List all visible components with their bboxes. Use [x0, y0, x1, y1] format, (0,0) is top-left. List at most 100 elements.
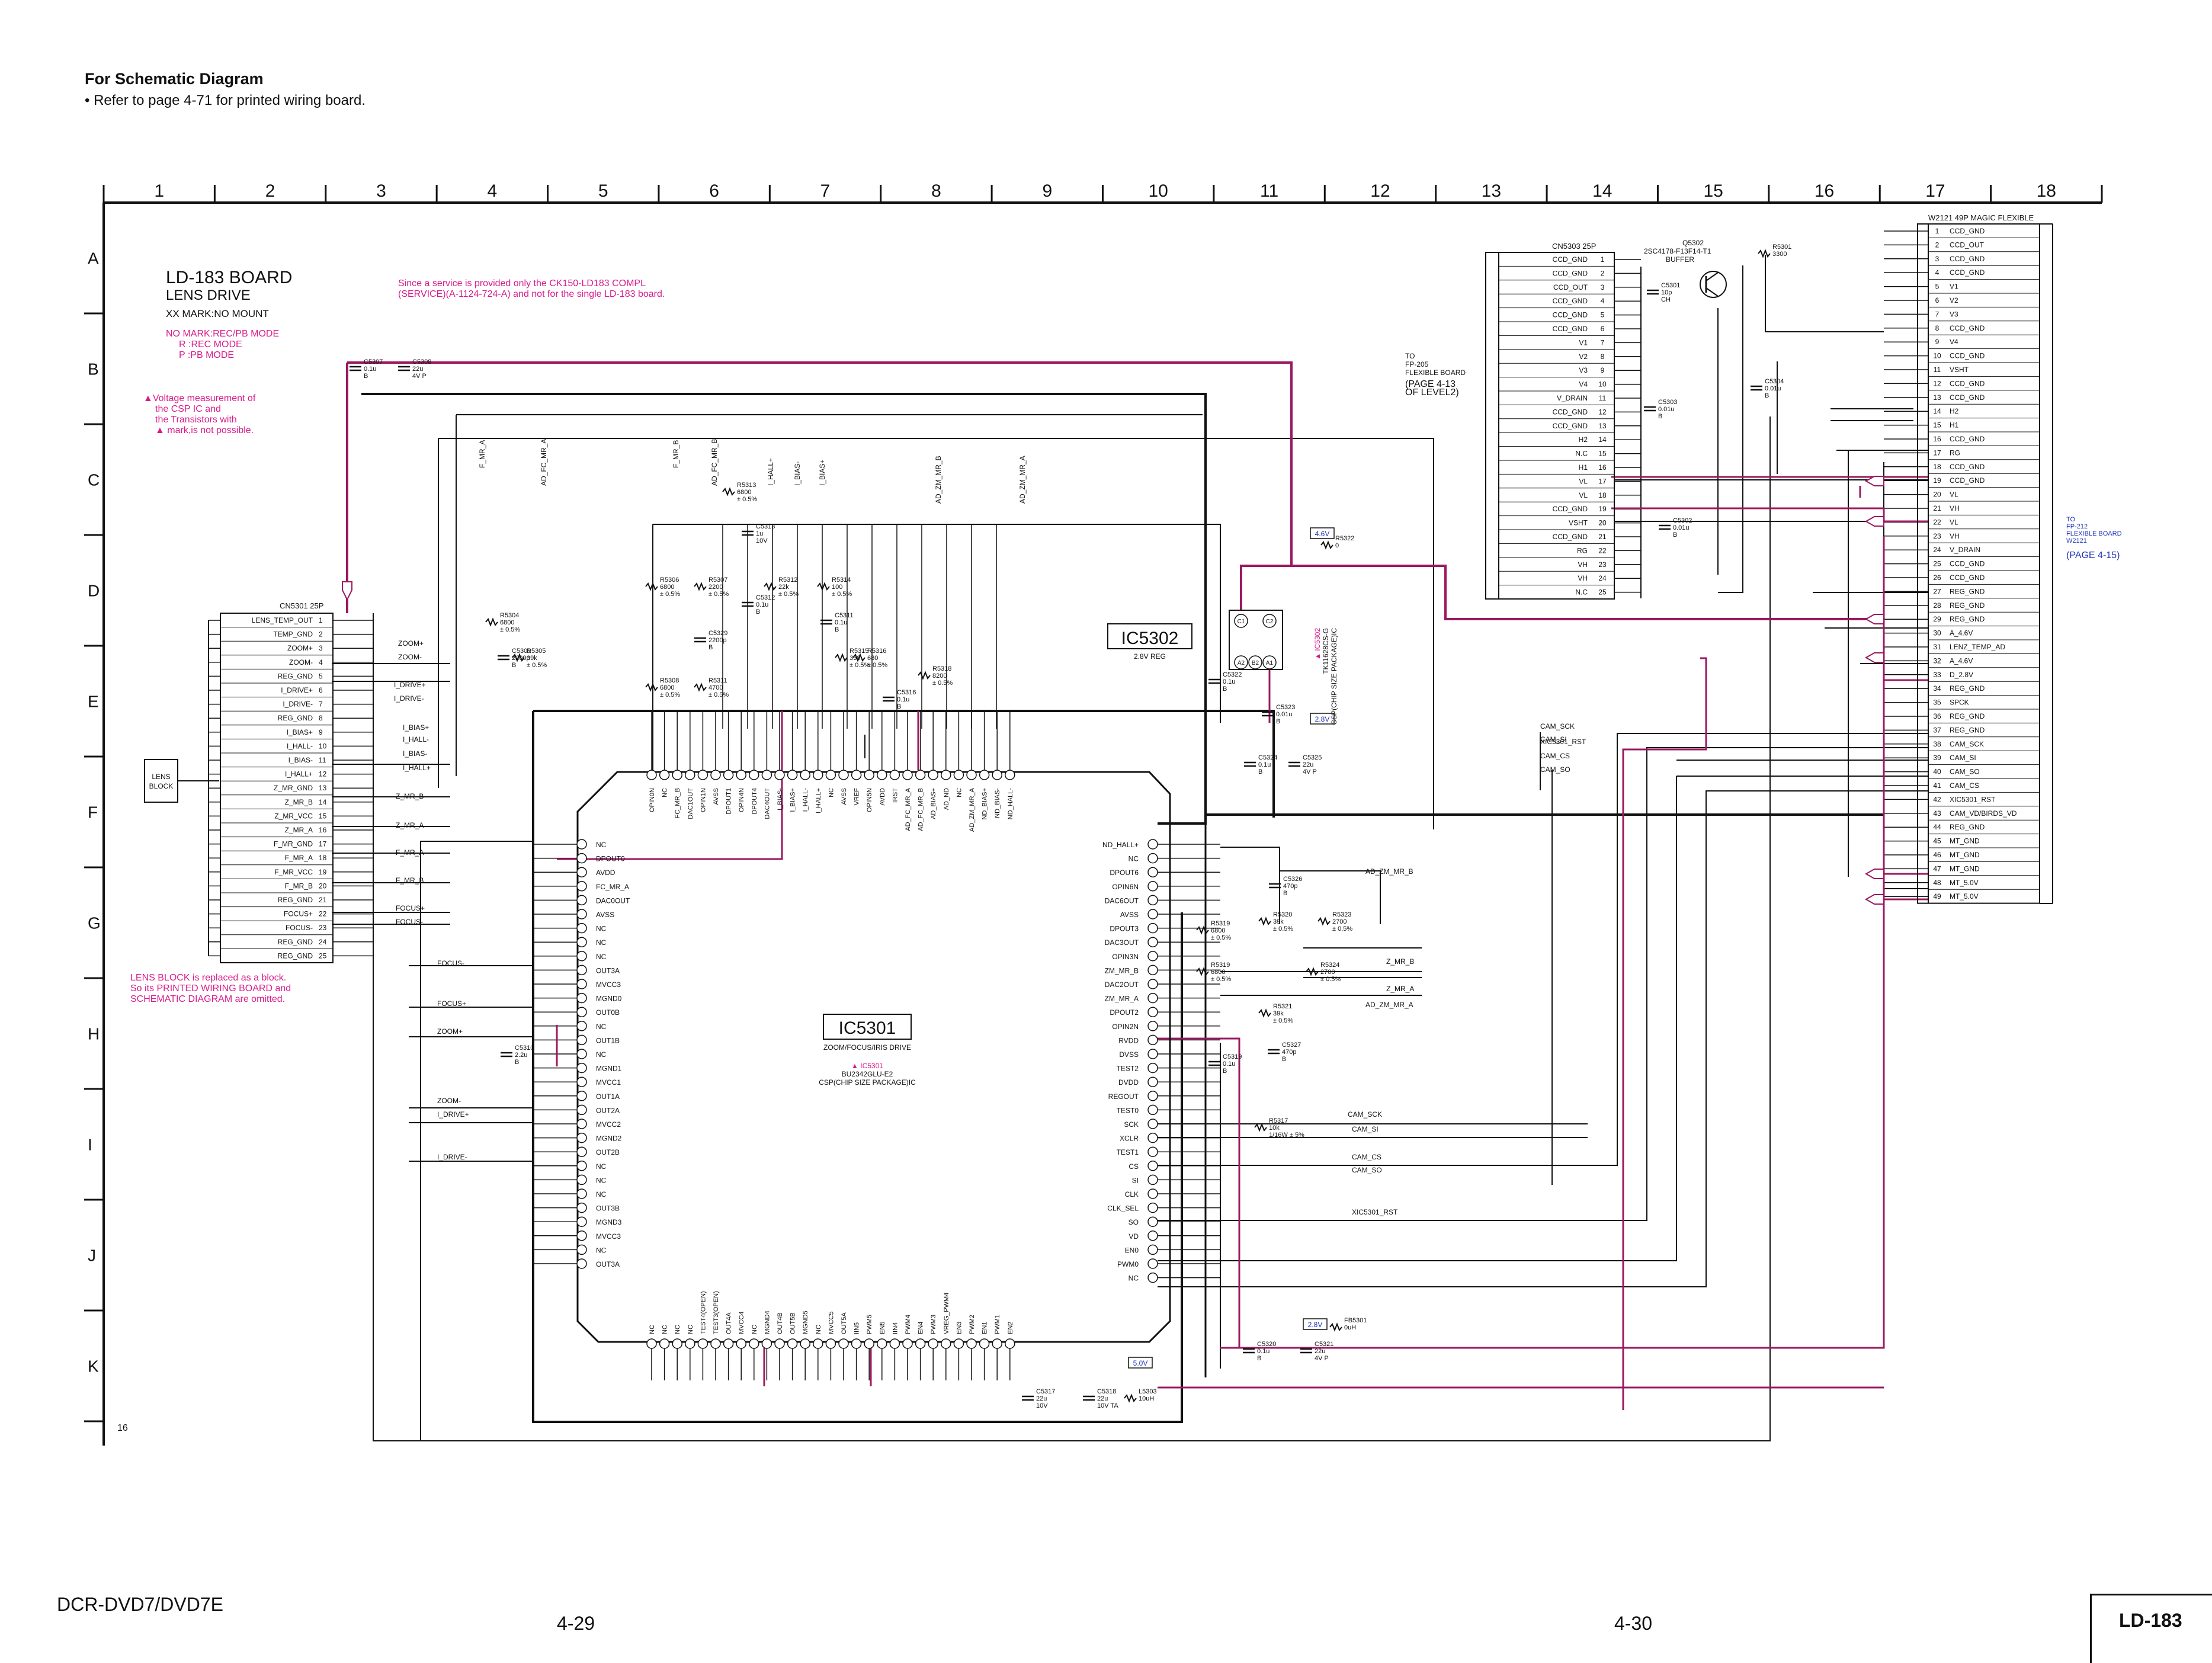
ic5301-top-pin: VREF [854, 788, 861, 806]
cn5301-pin-number: 3 [319, 644, 323, 652]
ic5301-left-pin: NC [596, 1050, 607, 1059]
off-page-arrow [1864, 652, 1884, 663]
ic5301-left-pin: MVCC2 [596, 1120, 621, 1129]
cn5301-pin-number: 24 [319, 938, 327, 946]
cn5303-pin-number: 4 [1601, 297, 1605, 305]
net-label: XIC5301_RST [1540, 738, 1586, 746]
cn5301-pin-name: ZOOM- [289, 658, 313, 667]
component-value: 3300 [1772, 251, 1787, 258]
resistor-symbol [835, 653, 848, 662]
ic5301-left-pin: MVCC3 [596, 1232, 621, 1241]
net-label: CAM_SO [1540, 765, 1570, 774]
to-fp212-ref: FLEXIBLE BOARD [2066, 530, 2122, 537]
ic5301-right-pin: CLK [1125, 1190, 1139, 1199]
ic5301-pin-pad [928, 1338, 938, 1349]
w2121-pin-name: XIC5301_RST [1950, 795, 1996, 803]
net-label: FOCUS+ [437, 999, 466, 1008]
resistor-symbol [1254, 1123, 1267, 1132]
power-rail [347, 361, 1293, 610]
ic5301-right-pin: CLK_SEL [1107, 1204, 1139, 1213]
w2121-pin-name: CAM_SI [1950, 754, 1976, 762]
cn5301-pin-number: 8 [319, 714, 323, 722]
component-spec: B [1658, 413, 1662, 420]
ic5301-pin-pad [774, 1338, 785, 1349]
ic5301-left-pin: NC [596, 1190, 607, 1199]
w2121-pin-name: H1 [1950, 421, 1959, 430]
power-rail [1241, 565, 1884, 620]
ic5301-bottom-pin: TEST3(OPEN) [713, 1291, 720, 1334]
column-label: 7 [820, 181, 831, 201]
ic5301-pin-pad [1147, 1146, 1158, 1157]
ic5301-pin-pad [736, 1338, 746, 1349]
w2121-pin-number: 27 [1933, 587, 1941, 595]
w2121-pin-name: MT_GND [1950, 837, 1980, 845]
row-label: F [88, 803, 98, 822]
mode-note: NO MARK:REC/PB MODE [166, 329, 279, 339]
ic5301-pin-pad [576, 1244, 587, 1255]
resistor-symbol [852, 653, 865, 662]
ic5301-body [576, 771, 1171, 1343]
ic5301-label: IC5301 [839, 1018, 896, 1038]
component-value: 6800 [737, 489, 751, 496]
component-ref: C5318 [1097, 1388, 1116, 1395]
ic5302-pin-pad [1248, 655, 1262, 669]
component-value: 1u [756, 530, 763, 537]
ic5301-pin-pad [1147, 965, 1158, 976]
ic5301-right-pin: AVSS [1120, 911, 1139, 919]
ic5301-right-pin: NC [1129, 855, 1139, 863]
ic5301-right-pin: TEST1 [1117, 1148, 1139, 1156]
ic5301-pin-pad [1147, 979, 1158, 989]
cn5301-pin-name: REG_GND [278, 672, 313, 680]
w2121-pin-number: 48 [1933, 879, 1941, 887]
component-value: 39k [527, 655, 537, 662]
component-spec: ± 0.5% [1211, 976, 1231, 983]
ic5302-pin-name: C2 [1266, 619, 1274, 625]
cn5301-pin-name: F_MR_A [285, 854, 313, 862]
component-value: 100 [832, 584, 842, 591]
component-ref: C5323 [1276, 704, 1295, 711]
ic5301-pin-pad [576, 965, 587, 976]
component-ref: C5319 [1223, 1053, 1242, 1060]
ic5301-pin-pad [851, 770, 862, 780]
ic5301-pin-pad [576, 839, 587, 850]
ic5301-pin-pad [576, 1216, 587, 1227]
cn5301-pin-number: 13 [319, 784, 327, 792]
component-ref: R5317 [1269, 1117, 1288, 1124]
resistor-symbol [1320, 540, 1333, 550]
cn5303-pin-number: 14 [1598, 435, 1607, 444]
ic5301-pin-pad [576, 909, 587, 919]
component-spec: ± 0.5% [500, 626, 520, 633]
voltage-tag-box [1310, 713, 1335, 725]
wire-path [1158, 776, 1677, 1261]
component-ref: R5308 [660, 677, 679, 684]
lens-block-label: BLOCK [149, 782, 174, 790]
ic5301-right-pin: SO [1129, 1218, 1139, 1226]
ic5301-right-pin: RVDD [1118, 1036, 1139, 1044]
resistor-symbol [512, 653, 525, 662]
component-ref: C5313 [756, 523, 775, 530]
w2121-pin-name: CAM_CS [1950, 781, 1979, 790]
ic5301-pin-pad [576, 1104, 587, 1116]
component-ref: R5305 [527, 648, 546, 655]
w2121-pin-number: 25 [1933, 560, 1941, 568]
ic5301-bottom-pin: EN4 [918, 1322, 925, 1334]
component-value: 680 [867, 655, 878, 662]
ic5301-top-pin: FC_MR_B [674, 788, 681, 818]
to-fp212-ref: TO [2066, 516, 2076, 523]
component-spec: B [512, 662, 516, 669]
component-ref: C5312 [756, 594, 775, 601]
w2121-pin-number: 34 [1933, 684, 1941, 693]
wire-path [438, 438, 1434, 829]
lens-block-label: LENS [152, 773, 170, 781]
resistor-symbol [1329, 1322, 1342, 1332]
net-label: I_HALL- [403, 735, 429, 744]
resistor-symbol [645, 582, 658, 591]
cn5301-pin-name: Z_MR_VCC [274, 812, 313, 820]
component-spec: 1/16W ± 5% [1269, 1132, 1304, 1139]
w2121-pin-name: CAM_SO [1950, 768, 1980, 776]
w2121-pin-number: 12 [1933, 379, 1941, 387]
cn5303-pin-number: 25 [1598, 588, 1607, 597]
ic5301-right-pin: OPIN6N [1112, 883, 1139, 891]
w2121-pin-number: 4 [1935, 268, 1939, 277]
to-fp205-ref: OF LEVEL2) [1405, 387, 1459, 398]
